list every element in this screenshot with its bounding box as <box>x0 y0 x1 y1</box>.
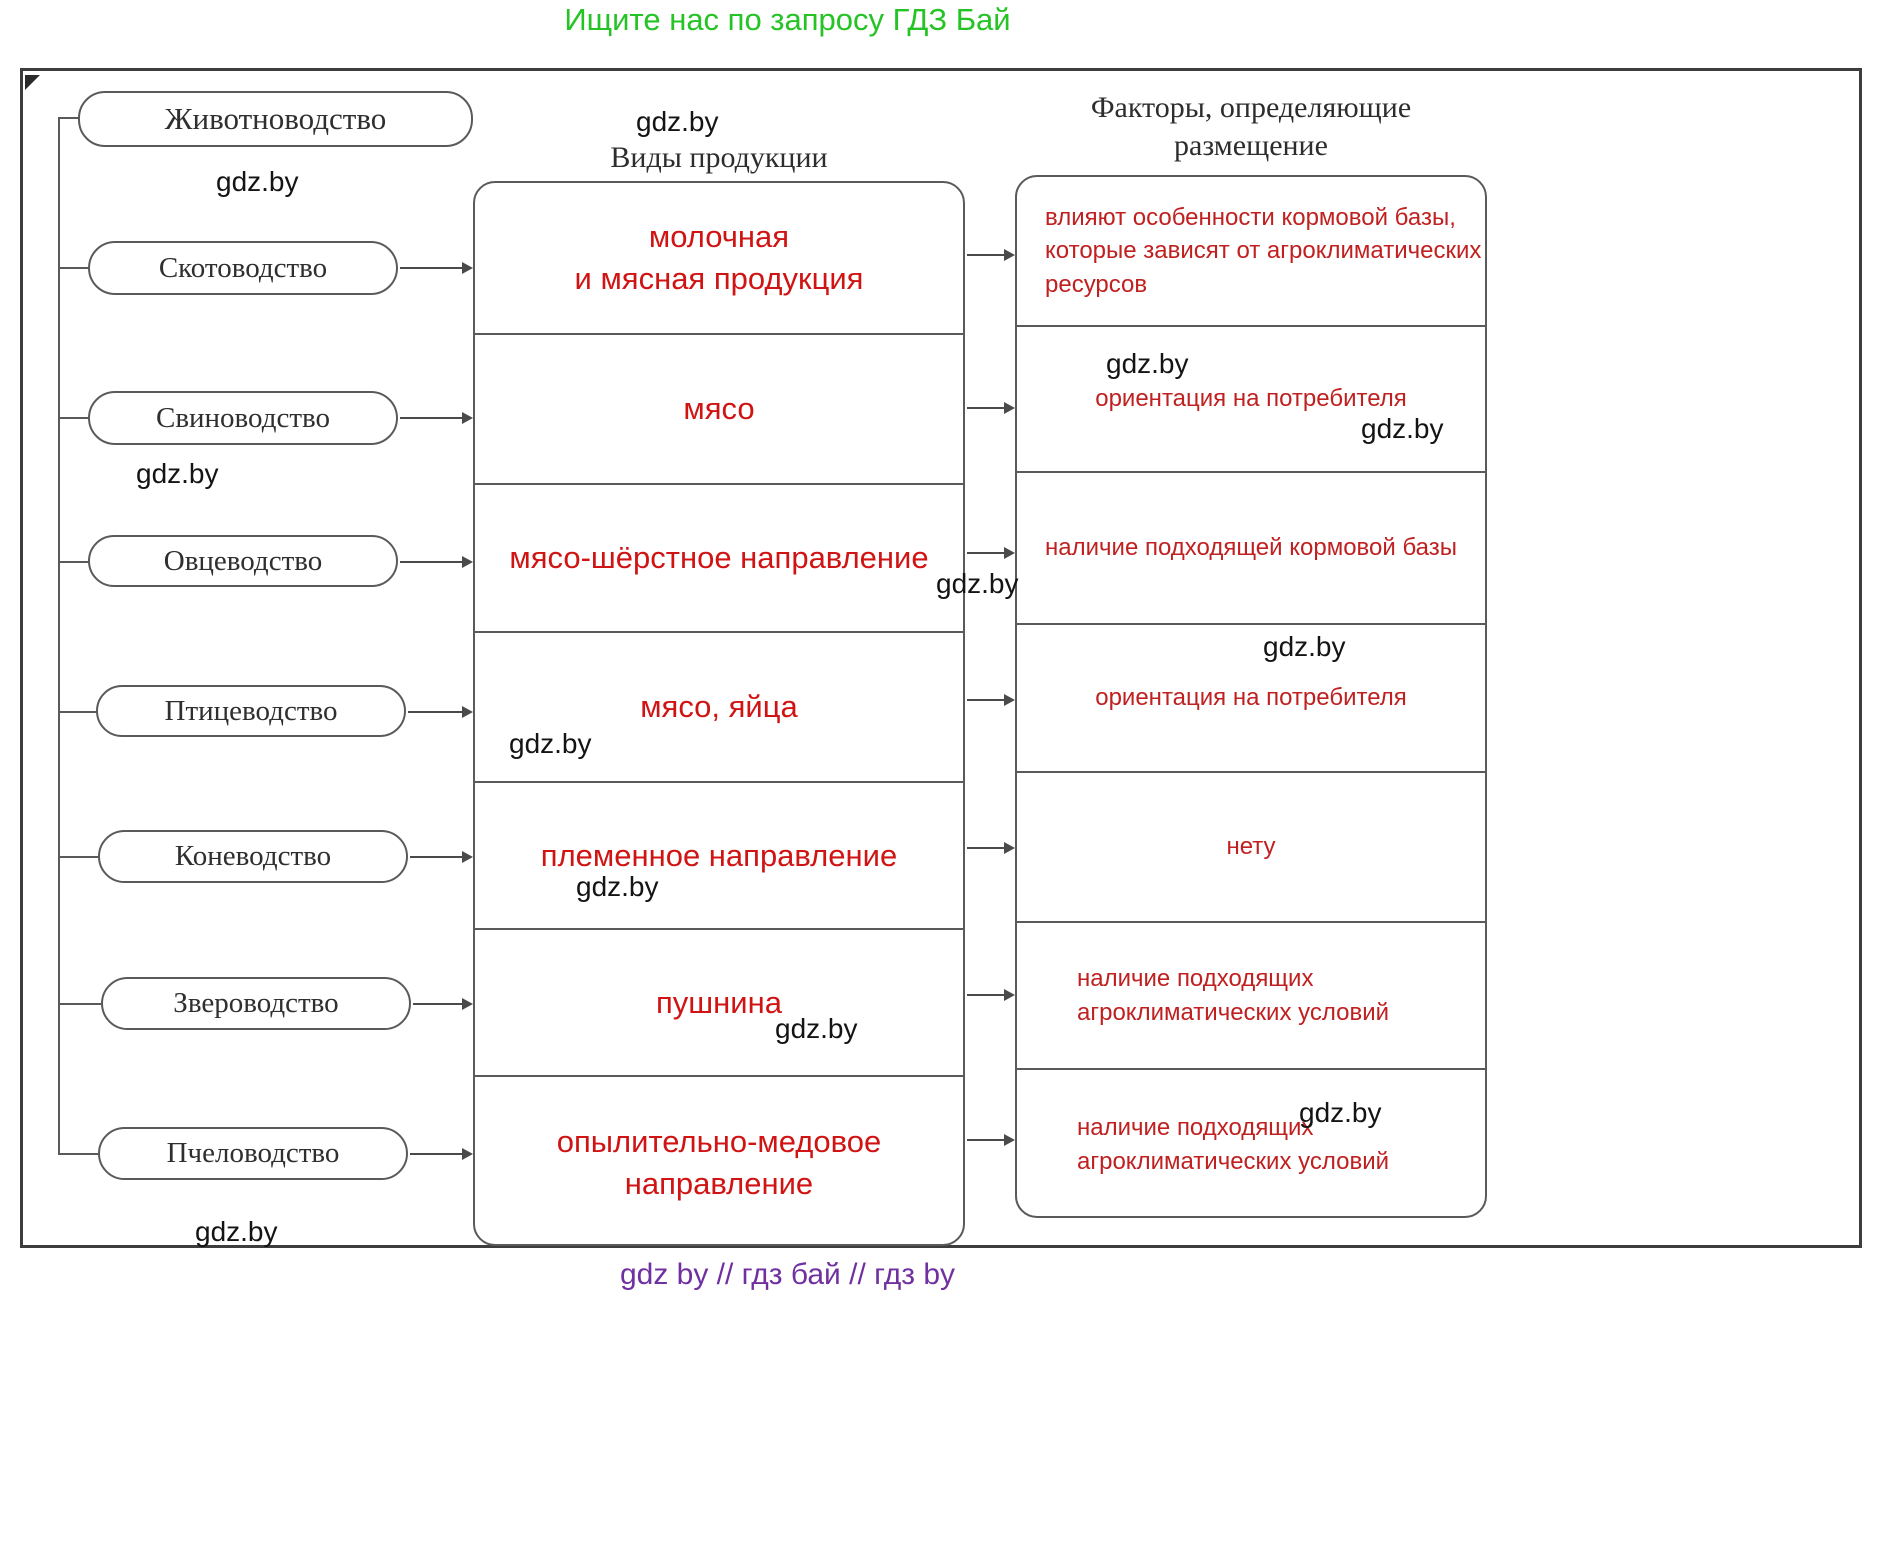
factor-value: наличие подходящей кормовой базы <box>1045 534 1457 562</box>
gdz-watermark: gdz.by <box>136 458 219 489</box>
gdz-watermark: gdz.by <box>936 568 1019 599</box>
gdz-watermark: gdz.by <box>1299 1097 1382 1128</box>
product-cell: молочная и мясная продукция <box>475 183 963 335</box>
node-konevodstvo: Коневодство <box>98 830 408 883</box>
factor-cell: наличие подходящих агроклиматических усл… <box>1017 1070 1485 1220</box>
corner-artifact <box>25 75 40 90</box>
gdz-watermark: gdz.by <box>195 1216 278 1247</box>
arrow-product-to-factor <box>967 694 1015 706</box>
node-label: Пчеловодство <box>166 1137 340 1169</box>
product-value: пушнина <box>656 984 782 1020</box>
arrow-product-to-factor <box>967 1134 1015 1146</box>
gdz-watermark: gdz.by <box>216 166 299 197</box>
tree-stub <box>58 561 103 563</box>
factor-value: нету <box>1226 833 1276 861</box>
arrow-product-to-factor <box>967 547 1015 559</box>
product-cell: мясо-шёрстное направление <box>475 485 963 633</box>
node-label: Птицеводство <box>164 694 338 727</box>
arrow-branch-to-product <box>410 1148 473 1160</box>
gdz-watermark: gdz.by <box>509 728 592 759</box>
node-svinovodstvo: Свиноводство <box>88 391 398 445</box>
factor-value: наличие подходящих агроклиматических усл… <box>1077 1114 1390 1175</box>
arrow-product-to-factor <box>967 402 1015 414</box>
factor-value: наличие подходящих агроклиматических усл… <box>1077 964 1390 1026</box>
node-pchelovodstvo: Пчеловодство <box>98 1127 408 1180</box>
diagram-frame: Животноводство Виды продукции Факторы, о… <box>20 68 1862 1248</box>
node-zhivotnovodstvo: Животноводство <box>78 91 473 147</box>
product-value: мясо <box>683 391 755 427</box>
factor-cell: наличие подходящих агроклиматических усл… <box>1017 923 1485 1070</box>
gdz-watermark: gdz.by <box>1106 348 1189 379</box>
arrow-product-to-factor <box>967 989 1015 1001</box>
arrow-branch-to-product <box>400 412 473 424</box>
arrow-branch-to-product <box>400 556 473 568</box>
product-cell: мясо, яйца <box>475 633 963 783</box>
arrow-product-to-factor <box>967 842 1015 854</box>
tree-stub <box>58 711 103 713</box>
product-cell: опылительно-медовое направление <box>475 1077 963 1248</box>
node-label: Свиноводство <box>155 401 331 434</box>
node-label: Коневодство <box>174 840 332 872</box>
products-column: молочная и мясная продукция мясо мясо-шё… <box>473 181 965 1246</box>
product-cell: мясо <box>475 335 963 485</box>
tree-stub-root <box>58 117 80 119</box>
product-value: мясо-шёрстное направление <box>509 540 929 576</box>
node-ovtsevodstvo: Овцеводство <box>88 535 398 587</box>
factor-cell: нету <box>1017 773 1485 923</box>
factor-value: влияют особенности кормовой базы, которы… <box>1045 203 1482 298</box>
node-label: Животноводство <box>164 101 387 136</box>
node-label: Овцеводство <box>163 544 323 577</box>
promo-banner-top: Ищите нас по запросу ГДЗ Бай <box>564 2 1011 37</box>
arrow-product-to-factor <box>967 249 1015 261</box>
promo-banner-bottom: gdz by // гдз бай // гдз by <box>619 1258 956 1291</box>
product-value: племенное направление <box>540 837 898 873</box>
product-cell: пушнина <box>475 930 963 1077</box>
factors-column: влияют особенности кормовой базы, которы… <box>1015 175 1487 1218</box>
node-label: Звероводство <box>173 987 339 1019</box>
factor-value: ориентация на потребителя <box>1095 385 1407 413</box>
node-skotovodstvo: Скотоводство <box>88 241 398 295</box>
tree-stub <box>58 1003 103 1005</box>
factor-cell: наличие подходящей кормовой базы <box>1017 473 1485 625</box>
product-value: молочная и мясная продукция <box>574 219 864 296</box>
tree-connector-line <box>58 117 60 1155</box>
arrow-branch-to-product <box>408 706 473 718</box>
factors-column-header: Факторы, определяющие размещение <box>1090 91 1412 162</box>
tree-stub <box>58 417 103 419</box>
tree-stub <box>58 856 103 858</box>
tree-stub <box>58 267 103 269</box>
arrow-branch-to-product <box>410 851 473 863</box>
gdz-watermark: gdz.by <box>636 106 719 137</box>
node-zverovodstvo: Звероводство <box>101 977 411 1030</box>
gdz-watermark: gdz.by <box>1361 413 1444 444</box>
product-value: мясо, яйца <box>640 689 798 725</box>
product-cell: племенное направление <box>475 783 963 930</box>
factor-cell: ориентация на потребителя <box>1017 327 1485 473</box>
products-column-header: Виды продукции <box>610 141 828 174</box>
tree-stub <box>58 1153 103 1155</box>
arrow-branch-to-product <box>413 998 473 1010</box>
factor-cell: влияют особенности кормовой базы, которы… <box>1017 177 1485 327</box>
node-ptitsevodstvo: Птицеводство <box>96 685 406 737</box>
gdz-watermark: gdz.by <box>576 871 659 902</box>
factor-value: ориентация на потребителя <box>1095 684 1407 712</box>
gdz-watermark: gdz.by <box>1263 631 1346 662</box>
product-value: опылительно-медовое направление <box>556 1123 882 1201</box>
arrow-branch-to-product <box>400 262 473 274</box>
gdz-watermark: gdz.by <box>775 1013 858 1044</box>
factor-cell: ориентация на потребителя <box>1017 625 1485 773</box>
node-label: Скотоводство <box>158 251 328 284</box>
